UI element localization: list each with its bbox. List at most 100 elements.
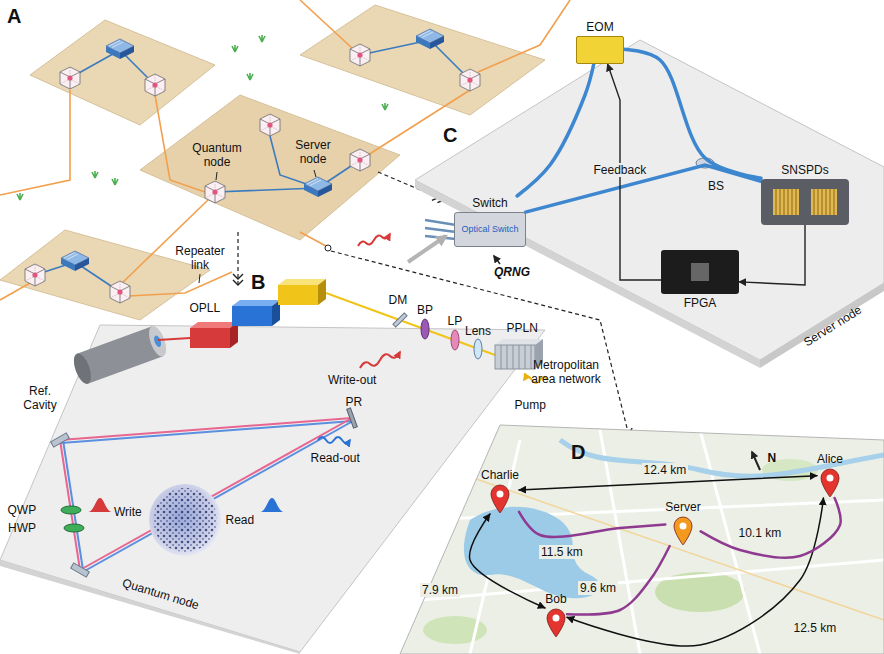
pin-icon <box>553 615 560 622</box>
snspd-shape <box>761 179 849 225</box>
edge-label: Feedback <box>592 163 649 177</box>
grass-tuft <box>232 45 238 52</box>
leader-line <box>199 170 316 283</box>
detector-chip <box>773 189 799 215</box>
part-label: DM <box>389 293 408 307</box>
optics <box>393 313 407 327</box>
optics <box>501 345 531 369</box>
reference-cavity <box>146 324 170 359</box>
repeater-link <box>120 200 208 285</box>
connector <box>739 225 805 285</box>
quantum-node-icon <box>460 69 480 91</box>
photon-path-arrow <box>408 236 446 262</box>
location-pin: Server <box>665 500 700 546</box>
part-label: PPLN <box>507 321 538 335</box>
pin-icon <box>674 517 692 545</box>
grass-tuft <box>247 73 253 80</box>
node-text: Bob <box>545 592 567 606</box>
laser <box>278 285 318 305</box>
fiber-input <box>425 228 456 232</box>
network-label: Metropolitan area network <box>525 358 607 386</box>
eom-modulator: EOM <box>576 20 624 64</box>
grass-tuft <box>92 171 98 178</box>
repeater-link <box>368 90 470 155</box>
laser <box>278 279 326 285</box>
laser-beam <box>326 293 495 355</box>
location-pin: Bob <box>545 592 567 638</box>
fiber-input <box>425 220 456 225</box>
connector <box>517 64 594 196</box>
optical-table <box>0 560 300 654</box>
node-text: Optical Switch <box>461 224 518 235</box>
pin-icon <box>547 609 565 637</box>
leader-line <box>199 274 200 283</box>
optics <box>474 339 482 359</box>
pin-icon <box>491 485 509 513</box>
optics <box>535 339 543 369</box>
memory-beam <box>61 421 353 443</box>
leader-line <box>314 170 316 177</box>
signal-label: Pump <box>515 398 546 412</box>
part-label: BS <box>708 179 724 193</box>
local-fiber <box>35 40 470 292</box>
server-table <box>760 283 884 368</box>
connector <box>519 476 817 490</box>
light-pulse <box>260 498 284 512</box>
edge-label: 7.9 km <box>420 583 460 597</box>
laser <box>190 322 238 328</box>
quantum-node-icon <box>260 114 280 136</box>
grass-tuft <box>17 35 388 200</box>
memory-beam <box>81 421 353 573</box>
network-tiles <box>300 5 545 115</box>
grass-tuft <box>259 35 265 42</box>
memory-beam <box>60 440 80 570</box>
local-fiber <box>360 40 470 80</box>
part-label: QRNG <box>494 265 530 279</box>
photon-arrow <box>358 234 390 246</box>
fpga-board: FPGA <box>661 250 739 310</box>
photon-arrow <box>360 352 400 368</box>
grass-tuft <box>17 193 23 200</box>
edge-label: 12.4 km <box>642 463 689 477</box>
quantum-node-icon <box>205 181 225 203</box>
reference-cavity <box>153 335 163 348</box>
compass-label: N <box>768 451 777 465</box>
server-node-icon <box>416 29 444 49</box>
network-tiles <box>0 230 210 320</box>
quantum-node-icon <box>60 67 80 89</box>
quantum-node-icon <box>25 264 45 286</box>
reference-cavity <box>70 351 94 386</box>
edge-label: 9.6 km <box>578 581 618 595</box>
node-text: Alice <box>817 452 843 466</box>
signal-label: Write-out <box>328 373 376 387</box>
pin-shape <box>489 484 511 514</box>
server-node-icon <box>61 251 89 271</box>
mirror <box>71 563 90 577</box>
server-node-icon <box>304 177 332 197</box>
edge-label: 12.5 km <box>792 621 839 635</box>
part-label: Lens <box>465 324 491 338</box>
pin-icon <box>821 469 839 497</box>
laser-beam <box>158 293 495 355</box>
repeater-link <box>0 90 70 195</box>
atomic-ensemble <box>149 484 221 556</box>
callout-label: Server node <box>290 138 336 166</box>
pin-shape <box>672 516 694 546</box>
signal-label: Write <box>114 505 142 519</box>
node-text: Server <box>665 500 700 514</box>
north-arrow <box>752 452 760 470</box>
location-pin: Alice <box>817 452 843 498</box>
pin-icon <box>545 608 567 638</box>
quantum-node-icon <box>110 281 130 303</box>
reference-cavity <box>70 324 169 386</box>
connector <box>526 165 761 212</box>
server-table <box>415 180 760 368</box>
city-map <box>400 420 884 654</box>
city-map <box>400 420 884 654</box>
wave-plate <box>61 506 81 514</box>
atomic-ensemble <box>153 488 217 552</box>
server-node-icon <box>61 29 444 271</box>
optics <box>451 330 459 350</box>
local-fiber <box>215 136 360 192</box>
fiber-input <box>425 220 456 239</box>
